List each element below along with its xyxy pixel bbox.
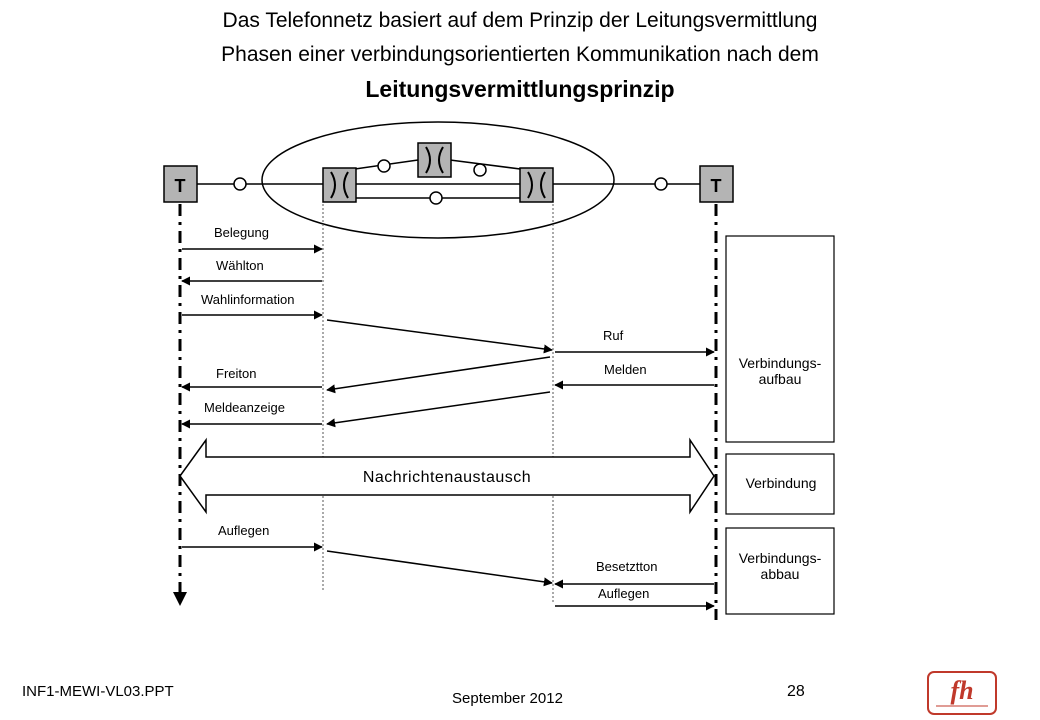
phase-box-verbindung: Verbindung [725,453,835,515]
label-meldeanzeige: Meldeanzeige [204,400,285,415]
label-auflegen-right: Auflegen [598,586,649,601]
node-circles [233,159,668,205]
label-freiton: Freiton [216,366,256,381]
node-circle [654,177,668,191]
phase-verbindung-label: Verbindung [746,475,817,491]
network-ellipse [261,121,615,239]
node-circle [473,163,487,177]
double-arrow-nachrichtenaustausch [179,437,715,515]
footer-date: September 2012 [452,690,563,707]
phase-box-abbau: Verbindungs- abbau [725,527,835,615]
phase-abbau-line2: abbau [761,566,800,582]
label-melden: Melden [604,362,647,377]
title-line-3: Leitungsvermittlungsprinzip [365,76,675,102]
page-number: 28 [787,683,805,700]
arrow-wahl-diagonal [326,319,553,354]
switch-left [322,167,357,203]
phase-aufbau-line1: Verbindungs- [739,355,822,371]
arrow-meldeanzeige-diagonal [326,391,551,428]
fh-logo-text: fh [950,676,973,705]
label-wahlinformation: Wahlinformation [201,292,294,307]
label-auflegen-left: Auflegen [218,523,269,538]
arrow-auflegen-diagonal [326,550,553,587]
label-besetztton: Besetztton [596,559,657,574]
node-circle [377,159,391,173]
label-nachrichtenaustausch: Nachrichtenaustausch [363,469,531,486]
phase-aufbau-line2: aufbau [759,371,802,387]
footer-filename: INF1-MEWI-VL03.PPT [22,683,174,700]
node-circle [233,177,247,191]
arrow-freiton-diagonal [326,356,551,394]
switch-right [519,167,554,203]
lifeline-left-arrowhead [173,592,187,606]
terminal-right: T [699,165,734,203]
terminal-right-label: T [711,176,722,196]
terminal-left-label: T [175,176,186,196]
label-waehlton: Wählton [216,258,264,273]
title-line-1: Das Telefonnetz basiert auf dem Prinzip … [222,9,818,32]
label-belegung: Belegung [214,225,269,240]
switch-top [417,142,452,178]
fh-logo: fh [927,671,997,715]
phase-box-aufbau: Verbindungs- aufbau [725,235,835,443]
title-line-2: Phasen einer verbindungsorientierten Kom… [221,43,819,66]
label-ruf: Ruf [603,328,624,343]
message-arrows [181,244,715,611]
node-circle [429,191,443,205]
terminal-left: T [163,165,198,203]
phase-abbau-line1: Verbindungs- [739,550,822,566]
